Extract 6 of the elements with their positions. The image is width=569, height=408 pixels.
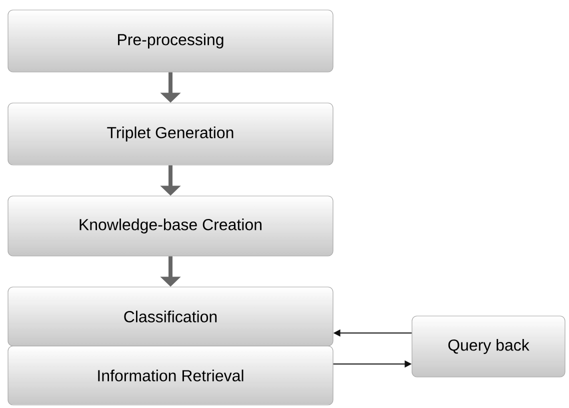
process-box: Information Retrieval [8,346,334,406]
process-box: Pre-processing [8,10,334,72]
process-box: Knowledge-base Creation [8,196,334,256]
process-box: Triplet Generation [8,102,334,166]
process-box: Query back [412,316,566,378]
process-box: Classification [8,286,334,346]
